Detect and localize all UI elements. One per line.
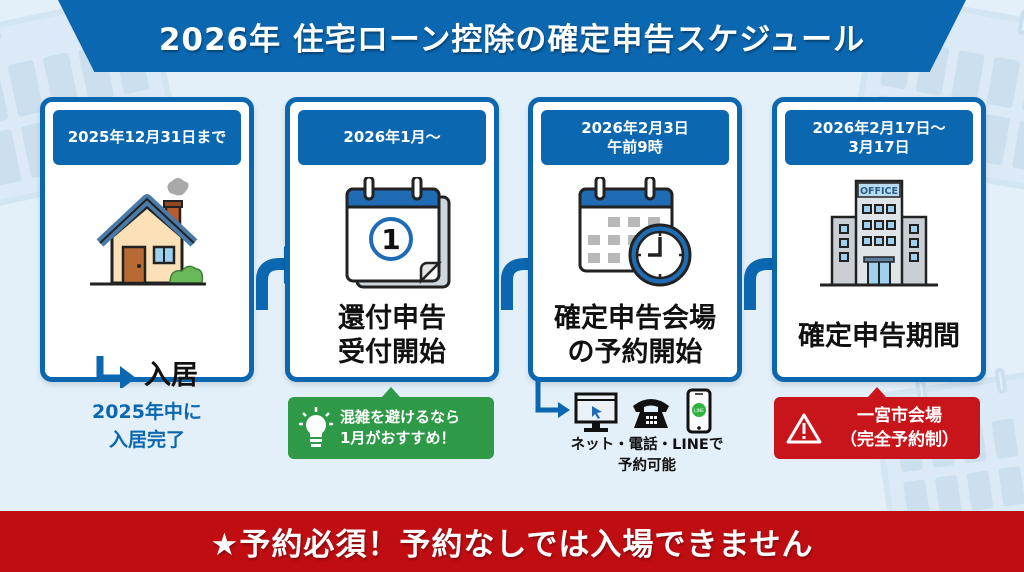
house-icon: [90, 178, 206, 286]
branch-arrow-icon: [535, 380, 570, 418]
svg-text:LINE: LINE: [694, 408, 704, 414]
calendar-clock-icon: [578, 177, 692, 287]
step-label: 確定申告会場 の予約開始: [554, 303, 716, 368]
step-card-refund-start: 2026年1月〜 1 還付申告 受付開始: [285, 97, 499, 382]
office-building-icon: OFFICE: [820, 179, 938, 287]
step-date: 2026年1月〜: [298, 110, 486, 165]
telephone-icon: [633, 399, 669, 428]
step-date: 2026年2月3日 午前9時: [541, 110, 729, 165]
svg-text:OFFICE: OFFICE: [860, 186, 898, 197]
step-label: 入居: [45, 320, 249, 393]
calendar-day-1-icon: 1: [345, 177, 451, 289]
smartphone-line-icon: LINE: [686, 388, 712, 434]
reservation-channels: LINE ネット・電話・LINEで 予約可能: [534, 380, 744, 490]
move-in-note: 2025年中に 入居完了: [92, 401, 202, 451]
warning-icon: [786, 413, 822, 444]
step-date: 2026年2月17日〜 3月17日: [785, 110, 973, 165]
step-card-filing-period: 2026年2月17日〜 3月17日 OFFICE 確定申告期間: [772, 97, 986, 382]
step-label: 確定申告期間: [798, 321, 960, 352]
tip-text: 混雑を避けるなら 1月がおすすめ！: [340, 408, 461, 447]
channels-caption: ネット・電話・LINEで 予約可能: [570, 437, 724, 474]
alert-bubble: 一宮市会場 （完全予約制）: [774, 397, 980, 459]
footer-text: ★予約必須！予約なしでは入場できません: [210, 527, 814, 563]
step-card-move-in: 2025年12月31日まで 入居: [40, 97, 254, 391]
alert-text: 一宮市会場 （完全予約制）: [840, 406, 959, 450]
lightbulb-icon: [299, 407, 333, 447]
footer-banner: ★予約必須！予約なしでは入場できません: [0, 511, 1024, 572]
tip-bubble: 混雑を避けるなら 1月がおすすめ！: [288, 397, 494, 459]
page-title: 2026年 住宅ローン控除の確定申告スケジュール: [158, 21, 866, 58]
step-date: 2025年12月31日まで: [53, 110, 241, 165]
title-banner: 2026年 住宅ローン控除の確定申告スケジュール: [58, 0, 966, 72]
step-label: 還付申告 受付開始: [338, 303, 446, 368]
step-card-reservation-start: 2026年2月3日 午前9時 確定申告会場 の予約開始: [528, 97, 742, 382]
arrow-turn-right-icon: [96, 356, 136, 390]
computer-icon: [574, 392, 618, 432]
svg-text:1: 1: [381, 223, 400, 256]
